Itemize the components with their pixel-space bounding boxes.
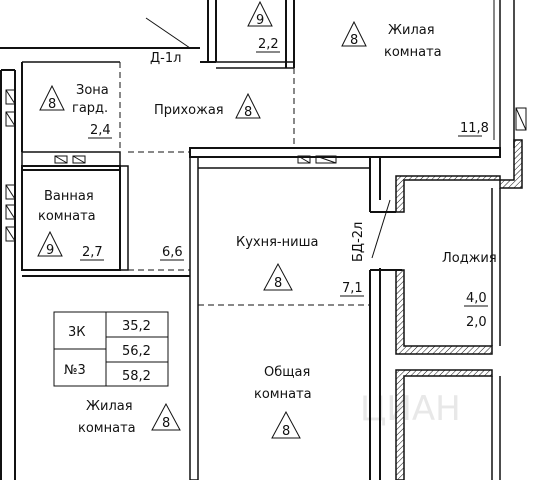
common-room: Общая комната 8 <box>254 365 312 439</box>
living-room-top: Жилая комната 8 11,8 <box>341 20 489 137</box>
room-mark: 8 <box>244 105 252 120</box>
room-name: Жилая <box>86 399 133 414</box>
door-label: Д-1л <box>150 51 181 66</box>
vent-markers <box>54 155 337 164</box>
door-markers <box>145 17 391 259</box>
apartment-type: 3К <box>68 325 86 340</box>
room-area: 7,1 <box>342 281 363 296</box>
room-name: гард. <box>72 101 108 116</box>
wc-top: 9 2,2 <box>247 0 280 53</box>
wardrobe-zone: Зона гард. 8 2,4 <box>39 83 112 139</box>
kitchen-niche: Кухня-ниша 8 7,1 <box>236 235 364 297</box>
area-living: 35,2 <box>122 319 151 334</box>
room-mark: 9 <box>46 243 54 258</box>
room-area: 2,0 <box>466 315 487 330</box>
room-mark: 8 <box>350 33 358 48</box>
room-mark: 8 <box>274 276 282 291</box>
loggia: Лоджия 4,0 2,0 <box>442 251 497 330</box>
room-name: комната <box>254 387 312 402</box>
walls <box>0 0 515 480</box>
summary-table <box>53 311 169 387</box>
room-area: 2,4 <box>90 123 111 138</box>
loggia-outline <box>491 188 501 480</box>
living-room-bottom: Жилая комната 8 <box>78 399 181 436</box>
room-name: Кухня-ниша <box>236 235 318 250</box>
room-area: 6,6 <box>162 245 183 260</box>
room-name: комната <box>38 209 96 224</box>
balcony-door-label: БД-2л <box>351 222 366 262</box>
room-name: Жилая <box>388 23 435 38</box>
room-mark: 8 <box>282 424 290 439</box>
left-wall <box>0 69 16 480</box>
apartment-number: №3 <box>64 363 86 378</box>
hallway: Прихожая 8 6,6 <box>154 92 261 261</box>
area-full: 58,2 <box>122 369 151 384</box>
watermark: ЦИАН <box>360 389 461 429</box>
room-mark: 9 <box>256 13 264 28</box>
room-mark: 8 <box>48 97 56 112</box>
room-name: комната <box>78 421 136 436</box>
room-area: 11,8 <box>460 121 489 136</box>
room-name: комната <box>384 45 442 60</box>
room-name: Лоджия <box>442 251 497 266</box>
room-area: 2,2 <box>258 37 279 52</box>
room-name: Ванная <box>44 189 94 204</box>
room-area: 2,7 <box>82 245 103 260</box>
room-name: Прихожая <box>154 103 224 118</box>
zone-boundaries <box>22 62 370 306</box>
room-area: 4,0 <box>466 291 487 306</box>
room-mark: 8 <box>162 416 170 431</box>
area-total: 56,2 <box>122 344 151 359</box>
room-name: Общая <box>264 365 310 380</box>
room-name: Зона <box>76 83 109 98</box>
bathroom: Ванная комната 9 2,7 <box>37 189 104 261</box>
